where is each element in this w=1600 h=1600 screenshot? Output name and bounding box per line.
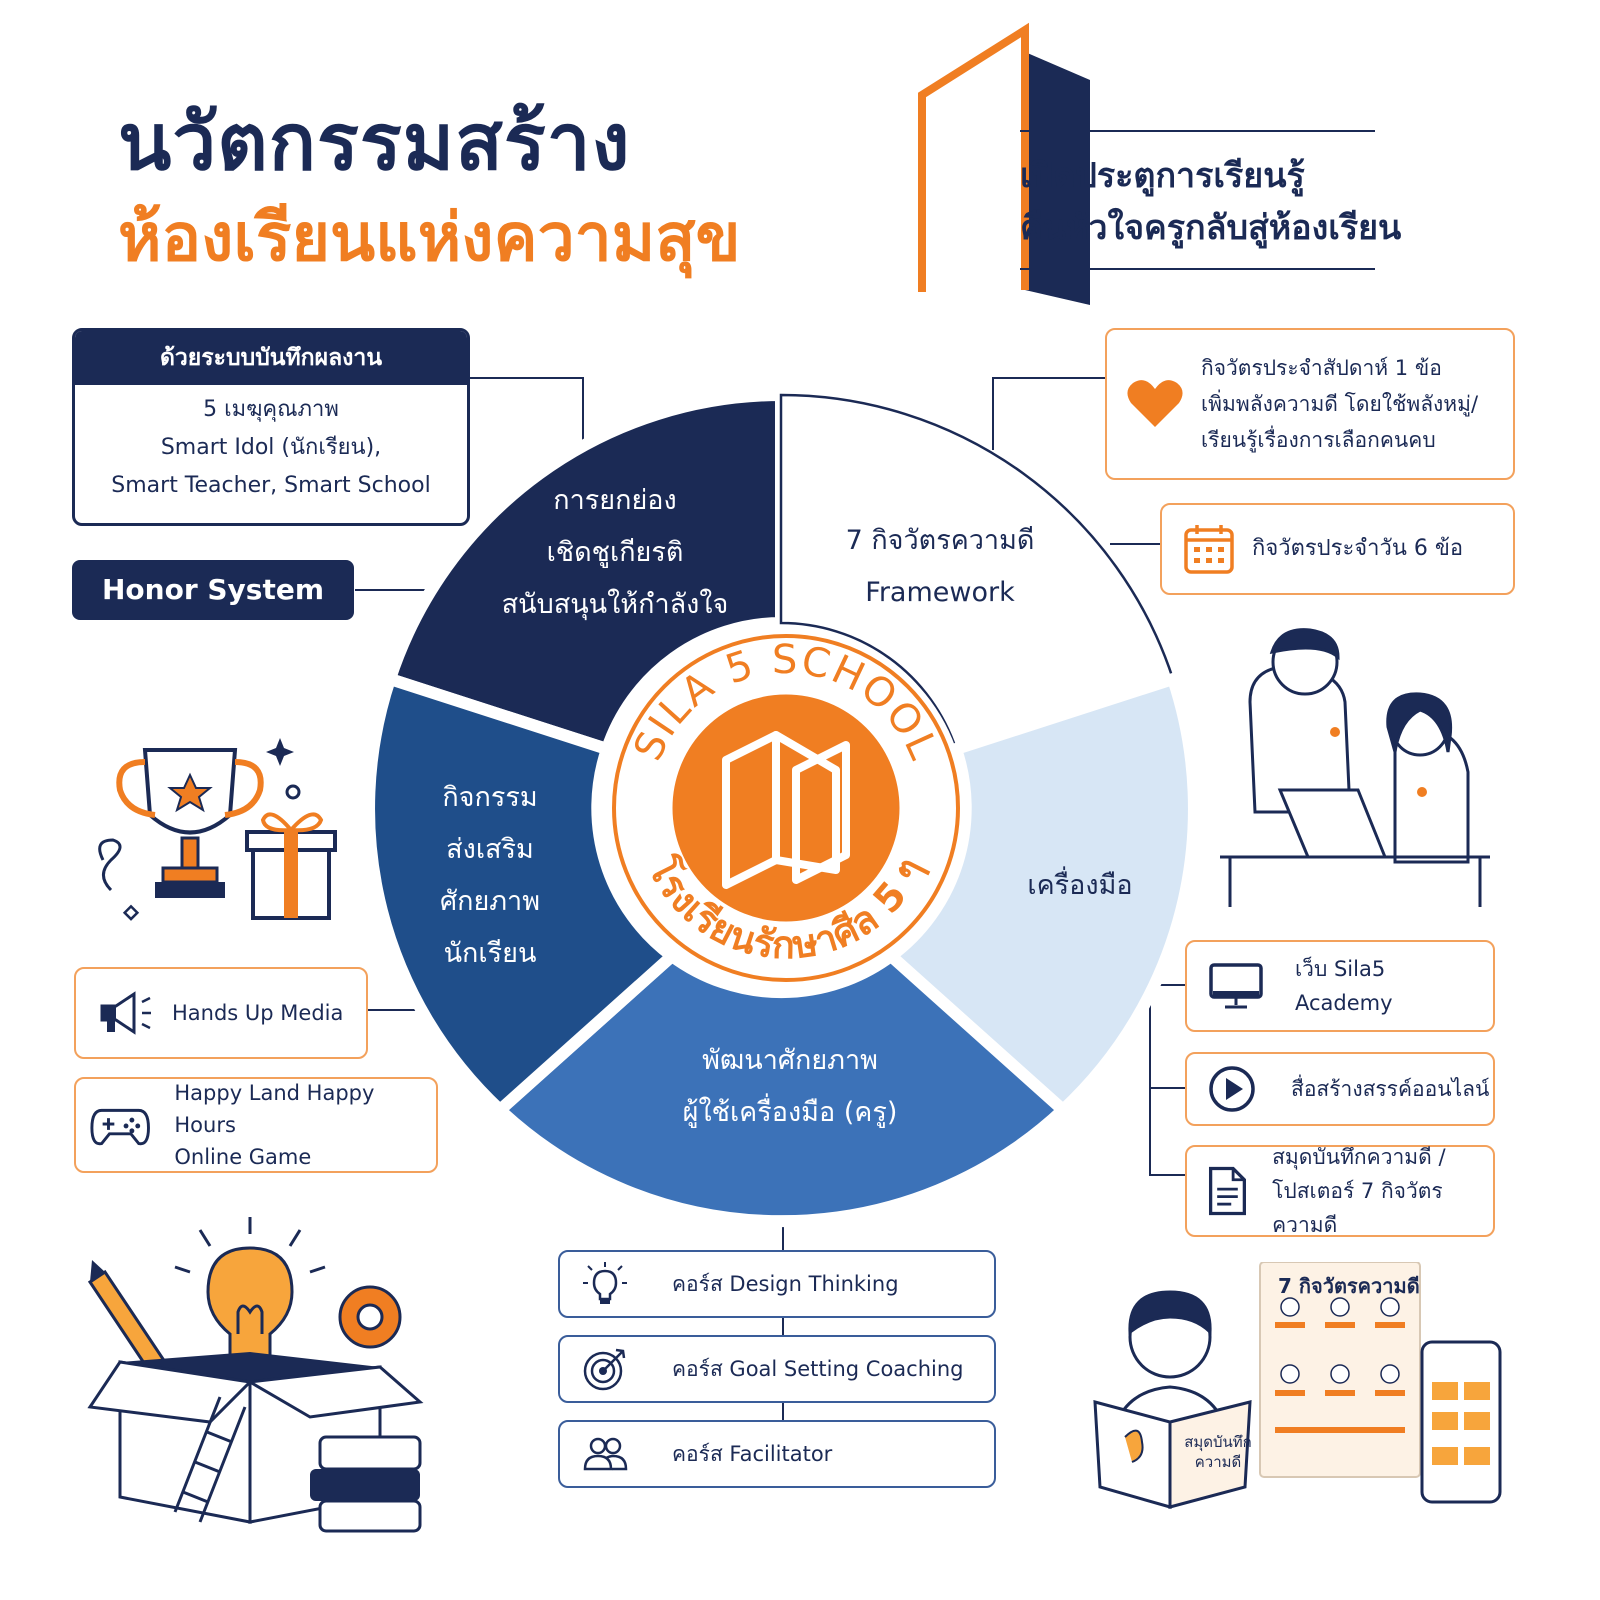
segment-framework-text: 7 กิจวัตรความดี Framework — [810, 515, 1070, 619]
hands-up-media-label: Hands Up Media — [172, 1001, 344, 1025]
notebook-cover-text: สมุดบันทึก ความดี — [1178, 1432, 1258, 1472]
notebook-cover-line-1: สมุดบันทึก — [1184, 1433, 1252, 1451]
record-system-heading: ด้วยระบบบันทึกผลงาน — [75, 331, 467, 385]
wheel-segment-recognition — [382, 388, 787, 757]
record-line-3: Smart Teacher, Smart School — [111, 473, 431, 498]
trophy-icon — [116, 748, 264, 898]
document-icon — [1208, 1166, 1247, 1216]
segment-recognition-line-1: การยกย่อง — [553, 485, 677, 516]
course-facilitator[interactable]: คอร์ส Facilitator — [558, 1420, 996, 1488]
play-icon — [1209, 1066, 1255, 1112]
tagline-line-1: เปิดประตูการเรียนรู้ — [1020, 156, 1305, 196]
open-door-icon — [918, 22, 1090, 305]
course-design-thinking-label: คอร์ส Design Thinking — [672, 1271, 899, 1296]
wheel-segment-teacher-dev — [491, 948, 1072, 1228]
megaphone-icon — [100, 991, 151, 1035]
wheel-segment-student-activities — [363, 671, 682, 1119]
gift-icon — [245, 812, 337, 920]
weekly-routine-box[interactable]: กิจวัตรประจำสัปดาห์ 1 ข้อ เพิ่มพลังความด… — [1105, 328, 1515, 480]
academy-line-1: เว็บ Sila5 — [1295, 957, 1386, 981]
calendar-icon — [1184, 525, 1234, 574]
segment-student-line-2: ส่งเสริม — [446, 834, 534, 865]
wheel-segment-framework — [779, 393, 1175, 751]
segment-framework-line-2: Framework — [865, 577, 1015, 608]
notebook-line-1: สมุดบันทึกความดี / — [1272, 1145, 1446, 1169]
weekly-line-3: เรียนรู้เรื่องการเลือกคนคบ — [1201, 428, 1436, 452]
course-goal-setting-label: คอร์ส Goal Setting Coaching — [672, 1356, 964, 1381]
reading-student-illustration — [1093, 1262, 1502, 1509]
trophy-gift-illustration — [98, 738, 337, 921]
segment-student-activities-text: กิจกรรม ส่งเสริม ศักยภาพ นักเรียน — [410, 772, 570, 980]
heart-icon — [1127, 380, 1183, 427]
sila5-academy-box[interactable]: เว็บ Sila5 Academy — [1185, 940, 1495, 1032]
segment-recognition-line-2: เชิดชูเกียรติ — [546, 537, 684, 568]
record-line-2: Smart Idol (นักเรียน), — [160, 435, 382, 460]
notebook-cover-line-2: ความดี — [1194, 1453, 1242, 1471]
teacher-student-illustration — [1220, 628, 1490, 907]
course-goal-setting[interactable]: คอร์ส Goal Setting Coaching — [558, 1335, 996, 1403]
title-line-1: นวัตกรรมสร้าง — [118, 98, 631, 188]
tagline-rule-bottom — [1020, 268, 1375, 270]
gear-icon — [338, 1285, 402, 1349]
segment-teacher-line-1: พัฒนาศักยภาพ — [702, 1045, 878, 1076]
online-media-box[interactable]: สื่อสร้างสรรค์ออนไลน์ — [1185, 1052, 1495, 1126]
people-icon — [583, 1437, 628, 1471]
title-line-2: ห้องเรียนแห่งความสุข — [118, 199, 741, 276]
segment-teacher-line-2: ผู้ใช้เครื่องมือ (ครู) — [682, 1097, 898, 1128]
academy-line-2: Academy — [1295, 991, 1393, 1015]
books-icon — [310, 1435, 422, 1533]
segment-teacher-dev-text: พัฒนาศักยภาพ ผู้ใช้เครื่องมือ (ครู) — [640, 1035, 940, 1139]
happy-land-label-1: Happy Land Happy Hours — [174, 1081, 375, 1137]
record-system-box: ด้วยระบบบันทึกผลงาน 5 เมฆุคุณภาพ Smart I… — [72, 328, 470, 526]
segment-student-line-1: กิจกรรม — [442, 782, 538, 813]
poster-title: 7 กิจวัตรความดี — [1278, 1274, 1420, 1298]
notebook-line-2: โปสเตอร์ 7 กิจวัตรความดี — [1272, 1179, 1443, 1237]
segment-student-line-3: ศักยภาพ — [439, 886, 541, 917]
course-design-thinking[interactable]: คอร์ส Design Thinking — [558, 1250, 996, 1318]
hands-up-media-box[interactable]: Hands Up Media — [74, 967, 368, 1059]
segment-recognition-line-3: สนับสนุนให้กำลังใจ — [501, 589, 729, 620]
target-icon — [583, 1348, 626, 1391]
segment-recognition-text: การยกย่อง เชิดชูเกียรติ สนับสนุนให้กำลัง… — [470, 475, 760, 631]
segment-student-line-4: นักเรียน — [443, 938, 537, 969]
online-media-label: สื่อสร้างสรรค์ออนไลน์ — [1291, 1077, 1490, 1101]
tagline-line-2: คืนหัวใจครูกลับสู่ห้องเรียน — [1020, 208, 1402, 248]
ladder-icon — [173, 1396, 247, 1523]
gamepad-icon — [90, 1108, 150, 1146]
lightbulb-icon — [583, 1262, 627, 1304]
segment-tools-line-1: เครื่องมือ — [1027, 870, 1133, 901]
sila5-logo-icon — [672, 694, 900, 922]
tagline-rule-top — [1020, 130, 1375, 132]
weekly-line-2: เพิ่มพลังความดี โดยใช้พลังหมู่/ — [1201, 392, 1479, 416]
monitor-icon — [1209, 963, 1263, 1009]
segment-tools-text: เครื่องมือ — [990, 860, 1170, 912]
idea-box-illustration — [87, 1217, 424, 1533]
daily-routine-box[interactable]: กิจวัตรประจำวัน 6 ข้อ — [1160, 503, 1515, 595]
course-facilitator-label: คอร์ส Facilitator — [672, 1441, 833, 1466]
daily-routine-label: กิจวัตรประจำวัน 6 ข้อ — [1252, 536, 1464, 561]
record-line-1: 5 เมฆุคุณภาพ — [203, 397, 339, 422]
happy-land-game-box[interactable]: Happy Land Happy Hours Online Game — [74, 1077, 438, 1173]
happy-land-label-2: Online Game — [174, 1145, 312, 1169]
segment-framework-line-1: 7 กิจวัตรความดี — [845, 525, 1035, 556]
weekly-line-1: กิจวัตรประจำสัปดาห์ 1 ข้อ — [1201, 356, 1442, 380]
goodness-notebook-box[interactable]: สมุดบันทึกความดี / โปสเตอร์ 7 กิจวัตรควา… — [1185, 1145, 1495, 1237]
honor-system-badge: Honor System — [72, 560, 354, 620]
